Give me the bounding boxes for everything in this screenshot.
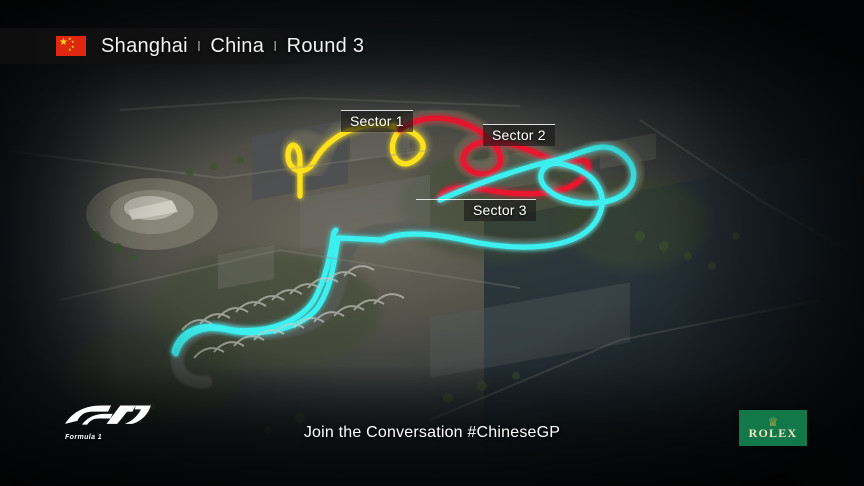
header-separator-1: I bbox=[196, 37, 202, 55]
f1-logo-mark bbox=[65, 405, 151, 425]
sector-3-track-line bbox=[171, 144, 637, 357]
rolex-sponsor-logo: ♕ ROLEX bbox=[739, 410, 807, 446]
header-separator-2: I bbox=[273, 37, 278, 55]
china-flag-icon: ★ ★ ★ ★ ★ bbox=[56, 36, 86, 56]
header-city: Shanghai bbox=[101, 34, 188, 57]
event-header-text: Shanghai I China I Round 3 bbox=[101, 35, 364, 58]
sector-3-label: Sector 3 bbox=[416, 199, 536, 221]
event-header-bar: ★ ★ ★ ★ ★ Shanghai I China I Round 3 bbox=[0, 28, 364, 64]
f1-logo-caption: Formula 1 bbox=[65, 434, 103, 441]
header-country: China bbox=[210, 34, 265, 57]
grandstand-canopies bbox=[181, 265, 405, 359]
hashtag-text: Join the Conversation #ChineseGP bbox=[303, 424, 561, 441]
header-round: Round 3 bbox=[286, 34, 365, 57]
sector-2-label: Sector 2 bbox=[483, 124, 555, 146]
rolex-crown-icon: ♕ bbox=[767, 414, 779, 429]
rolex-wordmark: ROLEX bbox=[748, 425, 798, 440]
f1-logo: Formula 1 bbox=[62, 400, 154, 441]
sector-1-label: Sector 1 bbox=[341, 110, 413, 132]
